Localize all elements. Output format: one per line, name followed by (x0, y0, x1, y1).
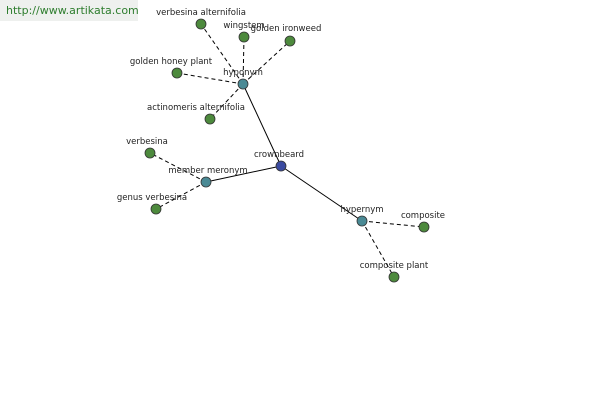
edge-relation-leaf (209, 83, 244, 120)
root-label[interactable]: crownbeard (254, 150, 304, 160)
relation-node[interactable] (200, 176, 212, 188)
edge-relation-leaf (242, 40, 291, 85)
leaf-label[interactable]: composite plant (360, 261, 429, 271)
leaf-label[interactable]: genus verbesina (117, 193, 187, 203)
leaf-node[interactable] (284, 35, 296, 47)
leaf-label[interactable]: verbesina (126, 137, 168, 147)
relation-node[interactable] (237, 78, 249, 90)
leaf-label[interactable]: wingstem (223, 21, 264, 31)
leaf-label[interactable]: golden honey plant (130, 57, 213, 67)
leaf-label[interactable]: composite (401, 211, 445, 221)
relation-label[interactable]: hyponym (223, 68, 263, 78)
leaf-node[interactable] (418, 221, 430, 233)
root-node[interactable] (275, 160, 287, 172)
leaf-label[interactable]: verbesina alternifolia (156, 8, 246, 18)
edge-relation-leaf (242, 36, 245, 85)
edge-relation-leaf (149, 152, 207, 183)
relation-node[interactable] (356, 215, 368, 227)
edge-root-relation (242, 83, 282, 167)
graph-nodes (144, 18, 430, 283)
edge-relation-leaf (200, 23, 244, 85)
relation-label[interactable]: member meronym (168, 166, 247, 176)
leaf-label[interactable]: golden ironweed (251, 24, 322, 34)
leaf-node[interactable] (195, 18, 207, 30)
watermark-url: http://www.artikata.com (0, 0, 139, 21)
graph-edges (149, 23, 425, 278)
leaf-node[interactable] (204, 113, 216, 125)
edge-relation-leaf (361, 220, 395, 278)
edge-root-relation (205, 165, 282, 183)
leaf-label[interactable]: actinomeris alternifolia (147, 103, 245, 113)
edge-relation-leaf (155, 181, 207, 210)
leaf-node[interactable] (238, 31, 250, 43)
leaf-node[interactable] (150, 203, 162, 215)
leaf-node[interactable] (171, 67, 183, 79)
leaf-node[interactable] (144, 147, 156, 159)
leaf-node[interactable] (388, 271, 400, 283)
relation-label[interactable]: hypernym (340, 205, 383, 215)
edge-relation-leaf (361, 220, 425, 228)
edge-root-relation (280, 165, 363, 222)
